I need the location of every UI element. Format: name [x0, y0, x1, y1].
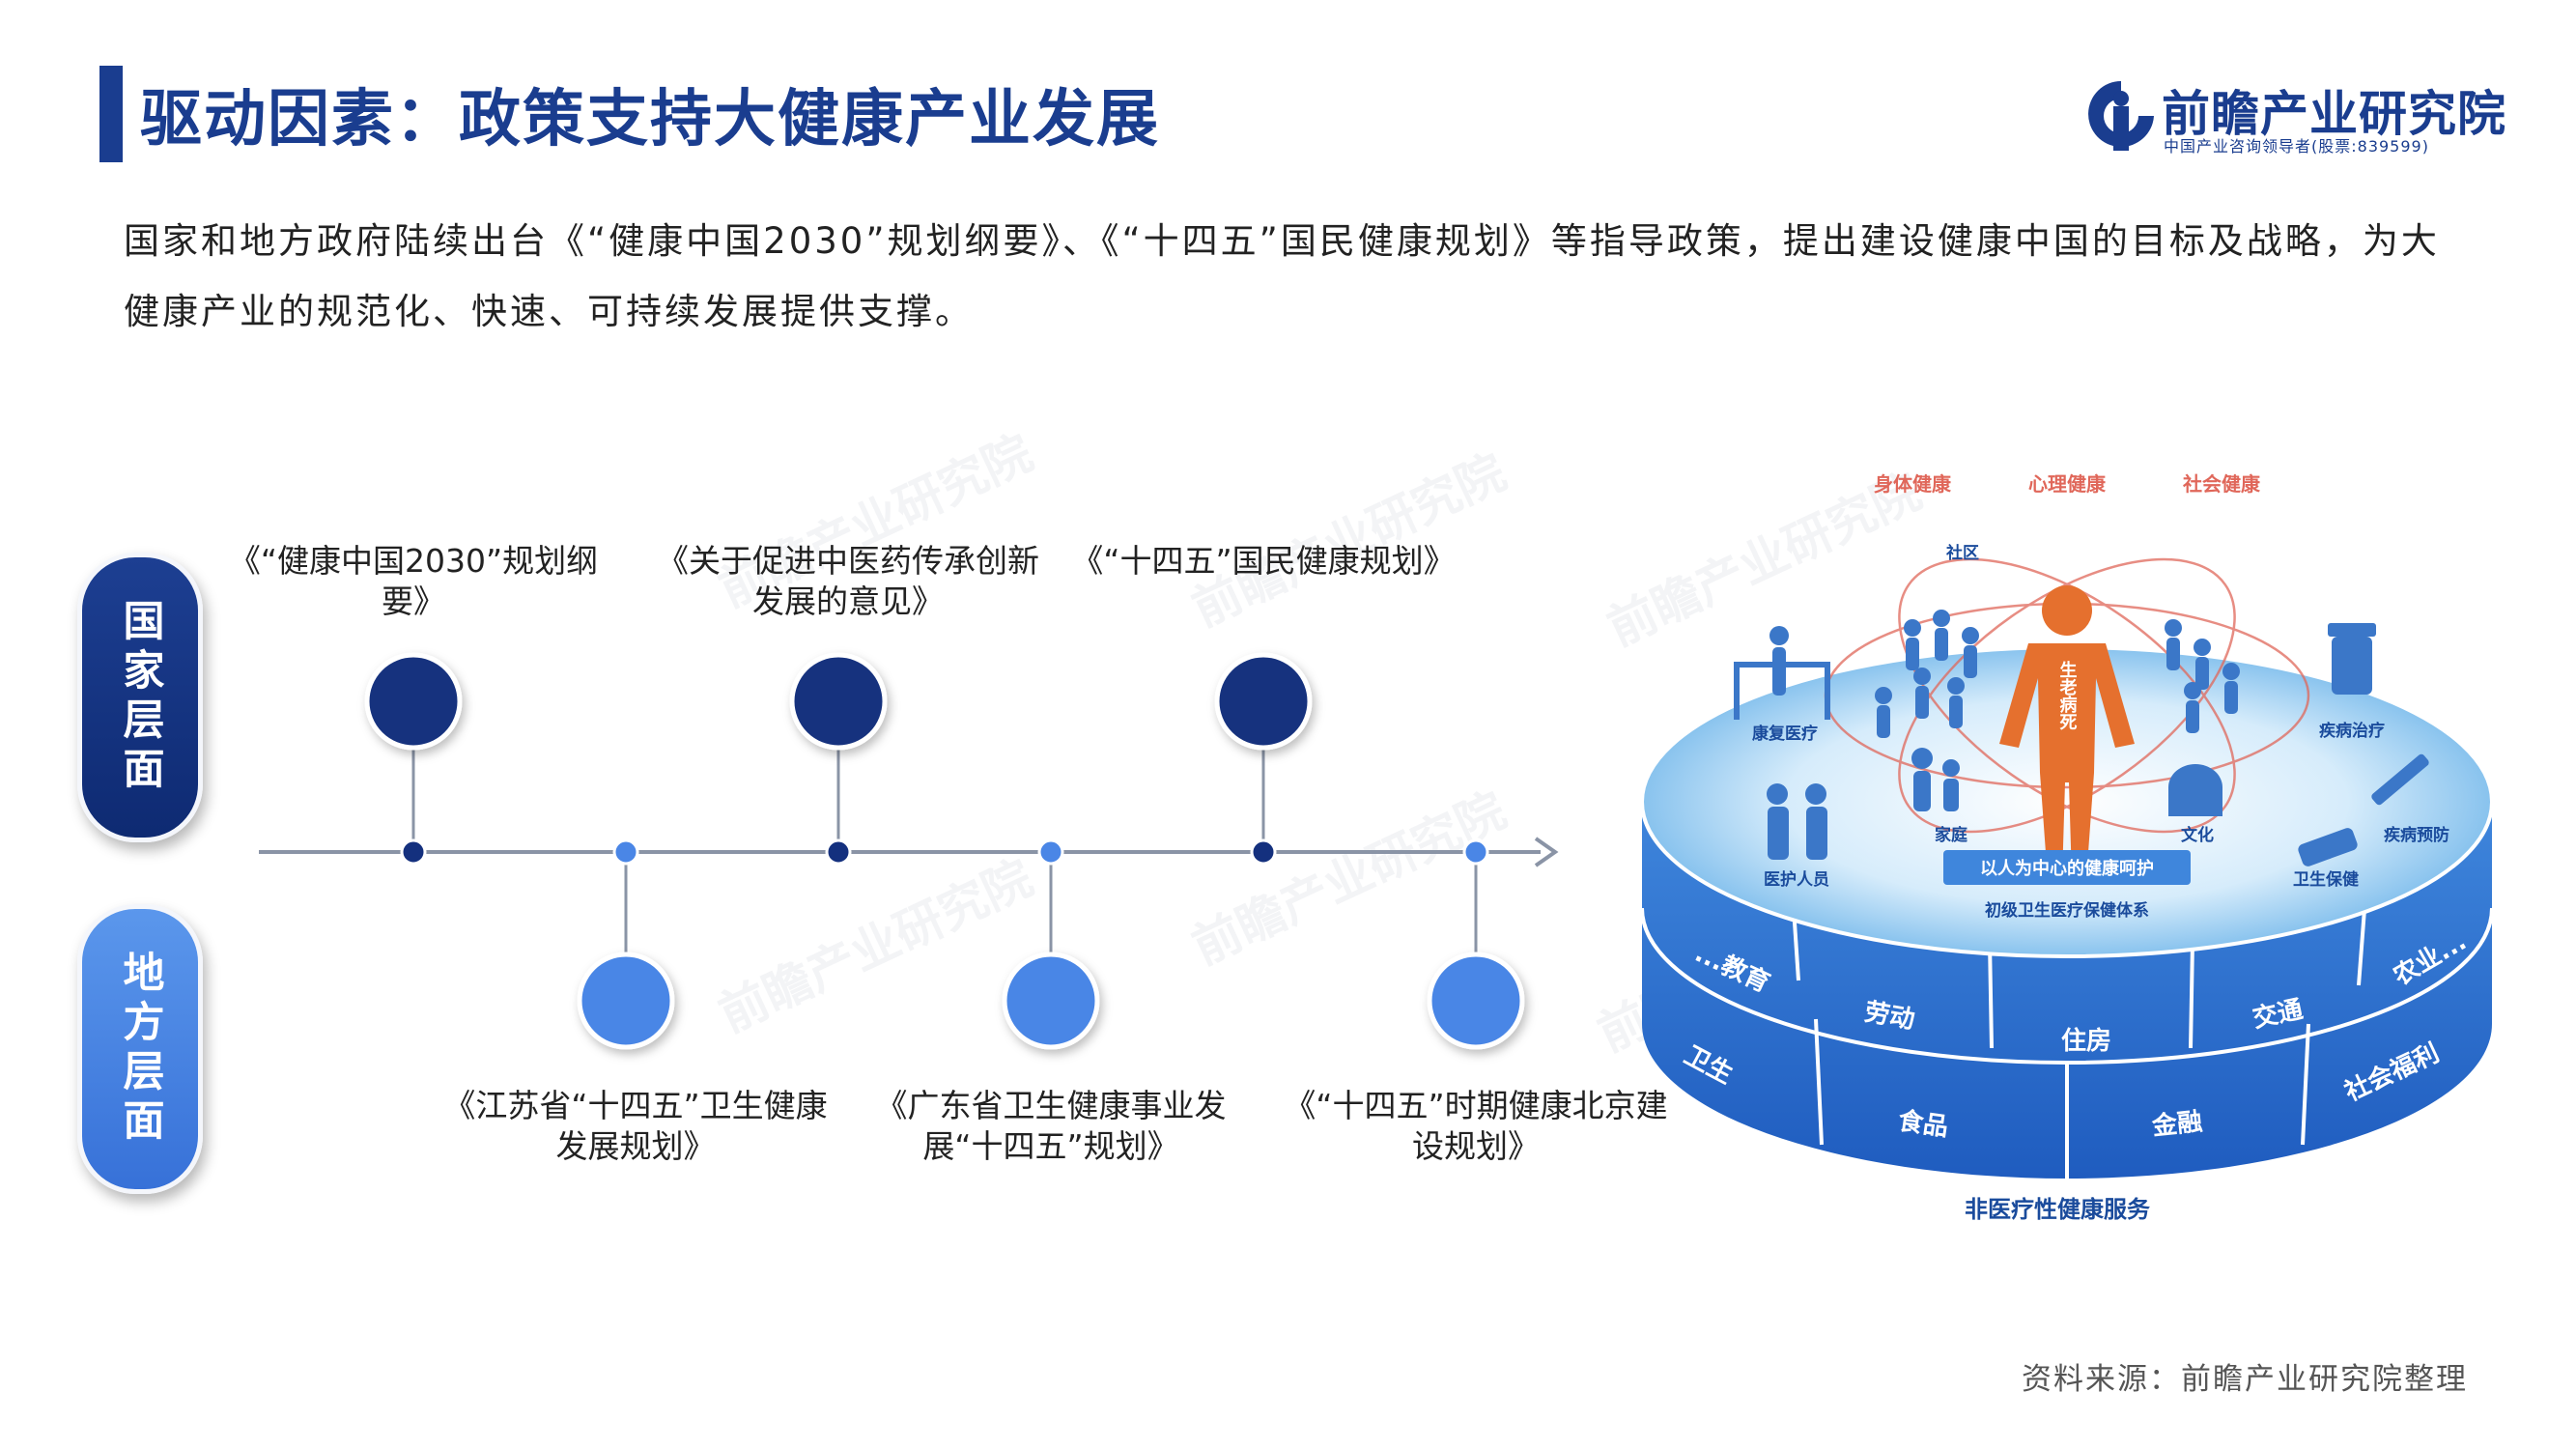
ring-lower-label: 金融: [2150, 1106, 2204, 1141]
care-banner: [1943, 850, 2191, 885]
national-node: [789, 652, 888, 751]
health-care-icon: [2298, 828, 2358, 867]
diagram-inner-label: 疾病预防: [2384, 825, 2449, 845]
diagram-inner-label: 文化: [2181, 825, 2214, 845]
ring-upper-label: 住房: [2061, 1026, 2111, 1056]
disk-side: [1642, 802, 2492, 1179]
person-figure-icon: [1999, 585, 2135, 879]
medicine-bottle-icon: [2328, 623, 2376, 695]
policy-timeline: [259, 652, 1559, 1050]
brand-logo: 前瞻产业研究院 中国产业咨询领导者(股票:839599): [2086, 75, 2505, 162]
diagram-inner-label: 家庭: [1935, 825, 1967, 845]
non-medical-service-label: 非医疗性健康服务: [1965, 1196, 2151, 1223]
national-node: [364, 652, 463, 751]
national-axis-dot: [825, 838, 852, 866]
source-note: 资料来源：前瞻产业研究院整理: [2022, 1362, 2468, 1397]
local-axis-dot: [1462, 838, 1489, 866]
local-axis-dot: [1037, 838, 1064, 866]
care-banner-label: 以人为中心的健康呵护: [1980, 858, 2154, 879]
syringe-icon: [2371, 753, 2429, 806]
national-axis-dot: [400, 838, 427, 866]
diagram-inner-label: 疾病治疗: [2319, 721, 2385, 741]
diagram-inner-label: 医护人员: [1764, 869, 1829, 890]
logo-subtitle: 中国产业咨询领导者(股票:839599): [2164, 137, 2429, 156]
medical-staff-icon: [1767, 783, 1827, 860]
rehab-icon: [1734, 626, 1830, 720]
diagram-inner-label: 康复医疗: [1752, 724, 1818, 744]
intro-paragraph: 国家和地方政府陆续出台《“健康中国2030”规划纲要》、《“十四五”国民健康规划…: [124, 220, 2440, 332]
local-level-pill: 地方层面: [77, 904, 203, 1194]
diagram-top-label: 身体健康: [1874, 472, 1952, 496]
center-figure-label: 生老病死: [2057, 660, 2078, 730]
logo-name: 前瞻产业研究院: [2162, 86, 2506, 142]
local-policy-label: 《江苏省“十四五”卫生健康发展规划》: [443, 1087, 828, 1165]
family-icon: [1911, 748, 1960, 811]
page-title: 驱动因素：政策支持大健康产业发展: [140, 84, 1160, 156]
diagram-top-label: 社会健康: [2182, 472, 2261, 496]
health-care-diagram: 生老病死 身体健康 心理健康 社会健康: [1640, 472, 2494, 1223]
national-node: [1214, 652, 1313, 751]
primary-system-label: 初级卫生医疗保健体系: [1985, 900, 2149, 921]
local-node: [1002, 952, 1100, 1050]
local-policy-label: 《广东省卫生健康事业发展“十四五”规划》: [875, 1087, 1227, 1165]
diagram-inner-label: 社区: [1945, 543, 1979, 563]
title-accent-bar: [99, 66, 123, 162]
local-node: [577, 952, 675, 1050]
diagram-inner-label: 卫生保健: [2293, 869, 2359, 890]
timeline-arrow-icon: [1534, 837, 1559, 867]
national-policy-label: 《“十四五”国民健康规划》: [1071, 542, 1456, 580]
national-axis-dot: [1250, 838, 1277, 866]
national-policy-label: 《关于促进中医药传承创新发展的意见》: [657, 542, 1039, 620]
local-axis-dot: [612, 838, 639, 866]
local-node: [1427, 952, 1525, 1050]
diagram-top-label: 心理健康: [2028, 472, 2107, 496]
ring-lower-label: 食品: [1896, 1106, 1950, 1143]
culture-building-icon: [2168, 764, 2222, 816]
national-level-pill: 国家层面: [77, 553, 203, 842]
crowd-icon: [1875, 610, 2240, 738]
national-policy-label: 《“健康中国2030”规划纲要》: [228, 542, 599, 620]
logo-mark-icon: [2088, 81, 2154, 151]
local-policy-label: 《“十四五”时期健康北京建设规划》: [1284, 1087, 1668, 1165]
